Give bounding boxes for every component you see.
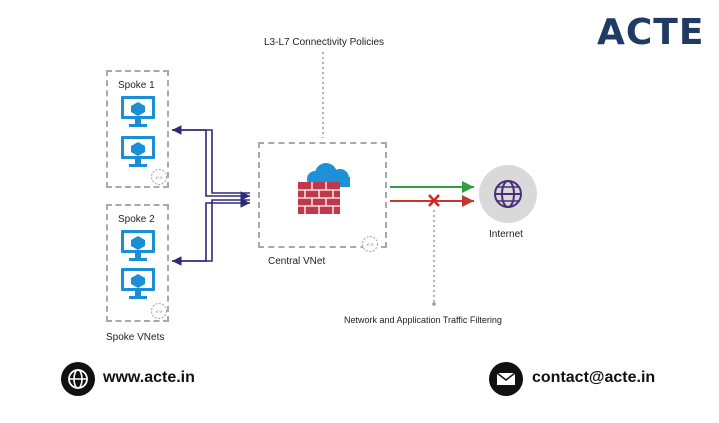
spoke1-label: Spoke 1	[118, 80, 155, 91]
vm-monitor-icon	[121, 230, 155, 261]
svg-text:‹·›: ‹·›	[156, 175, 163, 182]
spoke2-box	[106, 204, 169, 322]
spoke1-to-central-arrow	[205, 130, 250, 201]
central-to-spoke2-arrow	[172, 199, 250, 266]
spoke2-label: Spoke 2	[118, 214, 155, 225]
mail-icon	[489, 362, 523, 396]
spoke1-box	[106, 70, 169, 188]
svg-text:‹·›: ‹·›	[156, 309, 163, 316]
svg-text:‹·›: ‹·›	[367, 242, 374, 249]
vnet-peering-icon: ‹·›	[151, 169, 167, 185]
internet-caption: Internet	[489, 229, 523, 240]
traffic-filtering-label: Network and Application Traffic Filterin…	[344, 315, 502, 325]
vm-monitor-icon	[121, 96, 155, 127]
central-vnet-box	[258, 142, 387, 248]
central-vnet-caption: Central VNet	[268, 256, 326, 267]
acte-logo: ACTE	[597, 12, 705, 53]
blocked-x-icon	[428, 194, 440, 207]
firewall-cloud-icon	[298, 163, 350, 214]
website-link[interactable]: www.acte.in	[103, 369, 195, 386]
vnet-peering-icon: ‹·›	[151, 303, 167, 319]
internet-globe-icon	[479, 165, 537, 223]
vnet-peering-icon: ‹·›	[362, 236, 378, 252]
central-to-spoke1-arrow	[172, 125, 250, 194]
spoke-vnets-caption: Spoke VNets	[106, 332, 165, 343]
email-link[interactable]: contact@acte.in	[532, 369, 656, 386]
globe-icon	[61, 362, 95, 396]
vm-monitor-icon	[121, 136, 155, 167]
spoke2-to-central-arrow	[172, 198, 250, 262]
connectivity-policies-label: L3-L7 Connectivity Policies	[264, 37, 385, 48]
vm-monitor-icon	[121, 268, 155, 299]
